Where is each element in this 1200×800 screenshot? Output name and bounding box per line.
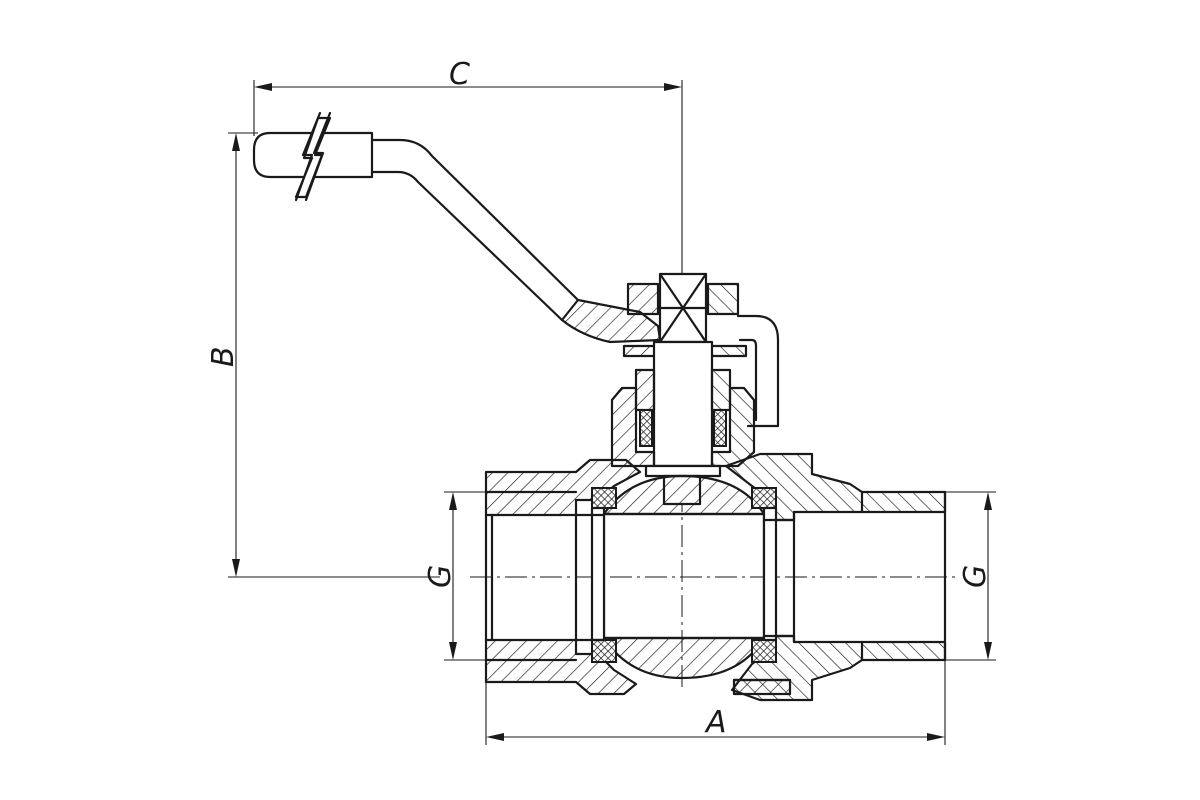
ball-top [602, 474, 766, 516]
stem-washer-left [622, 344, 658, 358]
dimension-g-right: G [943, 491, 996, 661]
ball-seats [590, 487, 778, 663]
seat-right-bottom [751, 639, 777, 663]
bonnet-left [610, 386, 656, 468]
handle-bar [370, 138, 580, 302]
seat-left-top [591, 487, 617, 509]
handle-grip [252, 131, 374, 179]
body-left-bottom [484, 638, 638, 696]
flow-bore [574, 513, 796, 642]
dimension-label-g-right: G [958, 565, 993, 588]
stem-nut-left [626, 282, 660, 316]
ball-bottom [602, 636, 766, 680]
dimension-b: B [206, 132, 440, 578]
stem-shaft [652, 340, 714, 468]
stem-nut-right [706, 282, 740, 316]
dimension-a: A [485, 660, 946, 745]
stop-pin [736, 314, 780, 428]
seat-left-bottom [591, 639, 617, 663]
dimension-label-g-left: G [423, 565, 458, 588]
valve-body [484, 452, 947, 702]
stem-washer-right [708, 344, 748, 358]
stem-packing-left [639, 409, 653, 447]
dimension-g-left: G [423, 491, 488, 661]
stem-packing-right [713, 409, 727, 447]
lever-handle [252, 111, 662, 344]
body-left-top [484, 458, 642, 517]
dimension-label-c: C [449, 57, 470, 92]
dimension-c: C [253, 57, 683, 280]
seat-right-top [751, 487, 777, 509]
end-cap-thread [732, 678, 792, 696]
dimension-label-a: A [704, 705, 727, 740]
dimension-label-b: B [206, 346, 241, 367]
